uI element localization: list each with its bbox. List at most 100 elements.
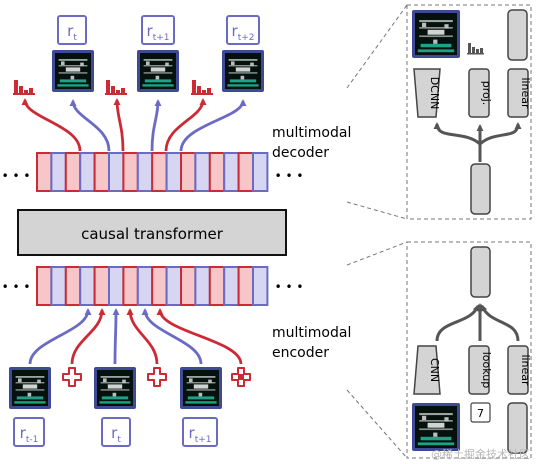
reward-token	[151, 266, 168, 306]
frame-token	[79, 152, 96, 192]
frame-token	[223, 152, 240, 192]
decoder-input-token	[470, 163, 491, 215]
token-value-box	[470, 402, 491, 423]
decoder-reward-box-2-label: rt+2	[232, 22, 255, 43]
frame-token	[252, 266, 269, 306]
decoder-token-row	[36, 152, 269, 192]
reward-cross-icon-0	[62, 367, 82, 387]
token-value: 7	[477, 407, 484, 420]
reward-token	[93, 152, 110, 192]
encoder-input-frame-0	[9, 367, 51, 409]
arrow-from-frame-2	[141, 308, 203, 365]
frame-token	[136, 152, 154, 192]
arrow-from-reward-2	[156, 308, 243, 365]
encoder-token-row	[36, 266, 269, 306]
decoder-linear-label: linear	[519, 77, 532, 109]
encoder-reward-box-2-label: rt+1	[189, 424, 212, 445]
decoder-reward-box-0-label: rt	[67, 22, 77, 43]
frame-token	[165, 152, 183, 192]
reward-token	[151, 152, 168, 192]
arrow-to-frame-2	[179, 99, 247, 152]
cnn-block	[413, 345, 441, 395]
frame-token	[79, 266, 96, 306]
encoder-detail: CNN lookup linear 7	[406, 241, 532, 459]
decoder-output-slot	[507, 9, 528, 61]
frame-token	[108, 152, 125, 192]
arrow-from-frame-1	[112, 308, 120, 365]
frame-token	[194, 152, 211, 192]
reward-token	[36, 152, 53, 192]
decoder-output-frame-2	[222, 50, 264, 92]
encoder-reward-box-2: rt+1	[182, 417, 218, 447]
reward-cross-icon-2	[231, 367, 251, 387]
reward-token	[36, 266, 53, 306]
encoder-reward-box-1-label: rt	[111, 424, 121, 445]
encoder-label-line2: encoder	[272, 345, 329, 361]
reward-token	[180, 266, 197, 306]
lookup-block	[468, 345, 490, 395]
zoom-guides	[346, 4, 408, 459]
encoder-input-frame-2	[180, 367, 222, 409]
encoder-output-token	[470, 246, 491, 298]
decoder-output-frame-1	[137, 50, 179, 92]
reward-token	[122, 266, 139, 306]
encoder-linear-block	[507, 345, 529, 395]
arrow-to-frame-1	[150, 99, 162, 152]
watermark: @稀土掘金技术社区	[431, 447, 530, 461]
connection-arrows	[21, 98, 247, 365]
decoder-flow-arrows	[433, 122, 522, 162]
lookup-label: lookup	[480, 352, 493, 389]
decoder-linear-block	[507, 68, 529, 118]
reward-histogram-icon	[467, 43, 484, 55]
decoder-label-line1: multimodal	[272, 125, 351, 141]
decoder-output-frame-0	[52, 50, 94, 92]
decoder-reward-box-0: rt	[57, 15, 87, 45]
encoder-reward-box-1: rt	[101, 417, 131, 447]
encoder-linear-label: linear	[519, 354, 532, 386]
reward-token	[122, 152, 139, 192]
arrow-from-reward-1	[126, 308, 159, 365]
frame-token	[252, 152, 269, 192]
dcnn-label: DCNN	[428, 77, 441, 110]
arrow-to-reward-histogram-2	[164, 98, 207, 152]
arrow-from-frame-0	[28, 308, 92, 365]
causal-transformer: causal transformer	[17, 209, 287, 256]
ellipsis-lower-right: • • •	[275, 280, 304, 294]
reward-histogram-icon-2	[191, 80, 213, 95]
reward-histogram-icon-1	[105, 80, 127, 95]
proj-block	[468, 68, 490, 118]
reward-token	[64, 266, 82, 306]
reward-token	[237, 266, 255, 306]
reward-token	[93, 266, 110, 306]
proj-label: proj.	[480, 81, 493, 106]
arrow-from-reward-0	[70, 308, 106, 365]
reward-token	[64, 152, 82, 192]
encoder-flow-arrows	[435, 303, 520, 342]
arrow-to-reward-histogram-1	[113, 98, 125, 152]
frame-token	[50, 266, 67, 306]
game-frames: rt rt+1 rt+2 rt-1 rt rt+1	[9, 15, 264, 447]
frame-token	[50, 152, 67, 192]
reward-token	[208, 152, 226, 192]
decoder-detail-frame	[412, 10, 460, 58]
cnn-label: CNN	[428, 358, 441, 382]
frame-token	[108, 266, 125, 306]
dcnn-block	[413, 68, 441, 118]
ellipsis-upper-right: • • •	[275, 169, 304, 183]
frame-token	[194, 266, 211, 306]
causal-transformer-label: causal transformer	[81, 225, 224, 243]
ellipsis-lower-left: • • •	[2, 280, 31, 294]
reward-histogram-icon-0	[13, 80, 35, 95]
frame-token	[223, 266, 240, 306]
arrow-to-frame-0	[69, 99, 111, 152]
arrow-to-reward-histogram-0	[21, 98, 82, 152]
decoder-detail: DCNN proj. linear	[406, 4, 532, 220]
frame-token	[136, 266, 154, 306]
decoder-reward-box-2: rt+2	[226, 15, 260, 45]
decoder-reward-box-1-label: rt+1	[147, 22, 170, 43]
encoder-input-slot	[507, 402, 528, 454]
encoder-input-frame-1	[94, 367, 136, 409]
encoder-label-line1: multimodal	[272, 325, 351, 341]
encoder-reward-box-0: rt-1	[13, 417, 45, 447]
